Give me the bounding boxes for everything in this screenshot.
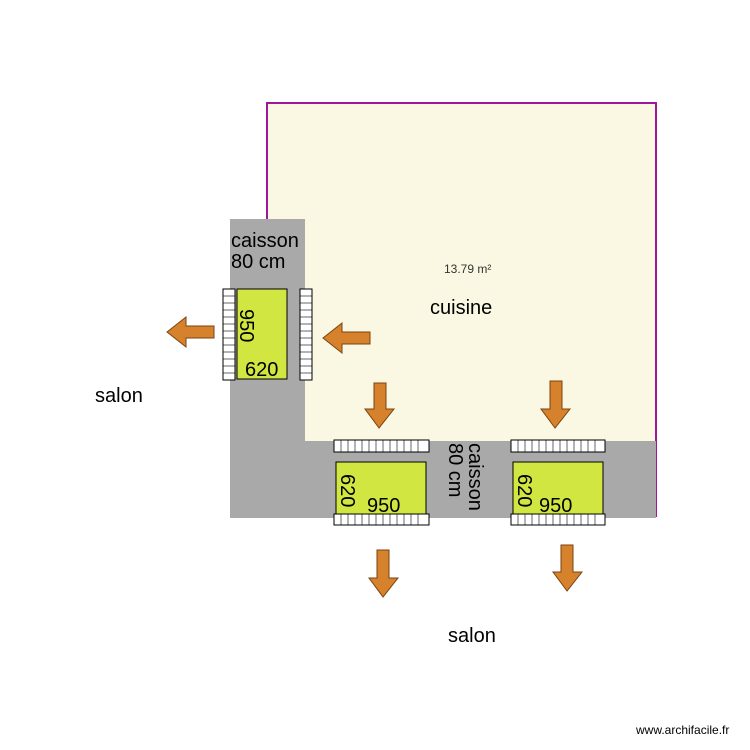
caisson-left-label-line1: caisson (231, 230, 299, 252)
arrow-left-inner-icon (322, 321, 371, 355)
window-mid[interactable]: 620 950 (333, 439, 430, 526)
arrow-down-1-icon (364, 382, 396, 429)
window-mid-frame-lines-b (340, 514, 419, 525)
window-mid-glass (335, 461, 427, 515)
window-left-frame-lines-b (300, 295, 312, 374)
window-right-frame-lines-b (517, 514, 596, 525)
caisson-left-label-line2: 80 cm (231, 251, 285, 273)
arrow-left-outer-icon (166, 315, 215, 349)
caisson-bottom-label-line2: 80 cm (444, 443, 466, 497)
arrow-down-4-icon (552, 544, 584, 592)
window-mid-dim-a: 620 (336, 474, 358, 507)
window-right-glass (512, 461, 604, 515)
room-name-label: cuisine (430, 297, 492, 319)
window-left[interactable]: 950 620 (222, 288, 313, 381)
arrow-down-3-icon (368, 549, 400, 598)
salon-left-label: salon (95, 385, 143, 407)
window-right-dim-a: 620 (513, 474, 535, 507)
room-area-label: 13.79 m² (444, 262, 491, 276)
window-right-dim-b: 950 (539, 495, 572, 517)
window-right[interactable]: 620 950 (510, 439, 606, 526)
watermark-text[interactable]: www.archifacile.fr (635, 723, 729, 737)
window-left-frame-lines-a (223, 295, 235, 374)
window-left-dim-b: 620 (245, 359, 278, 381)
window-right-frame-lines-a (517, 440, 596, 452)
room-border (266, 102, 657, 517)
arrow-down-2-icon (540, 380, 572, 429)
window-mid-frame-lines-a (340, 440, 419, 452)
caisson-bottom-label-line1: caisson (464, 443, 486, 511)
window-mid-dim-b: 950 (367, 495, 400, 517)
window-left-glass (236, 288, 288, 380)
window-left-dim-a: 950 (235, 309, 257, 342)
salon-bottom-label: salon (448, 625, 496, 647)
